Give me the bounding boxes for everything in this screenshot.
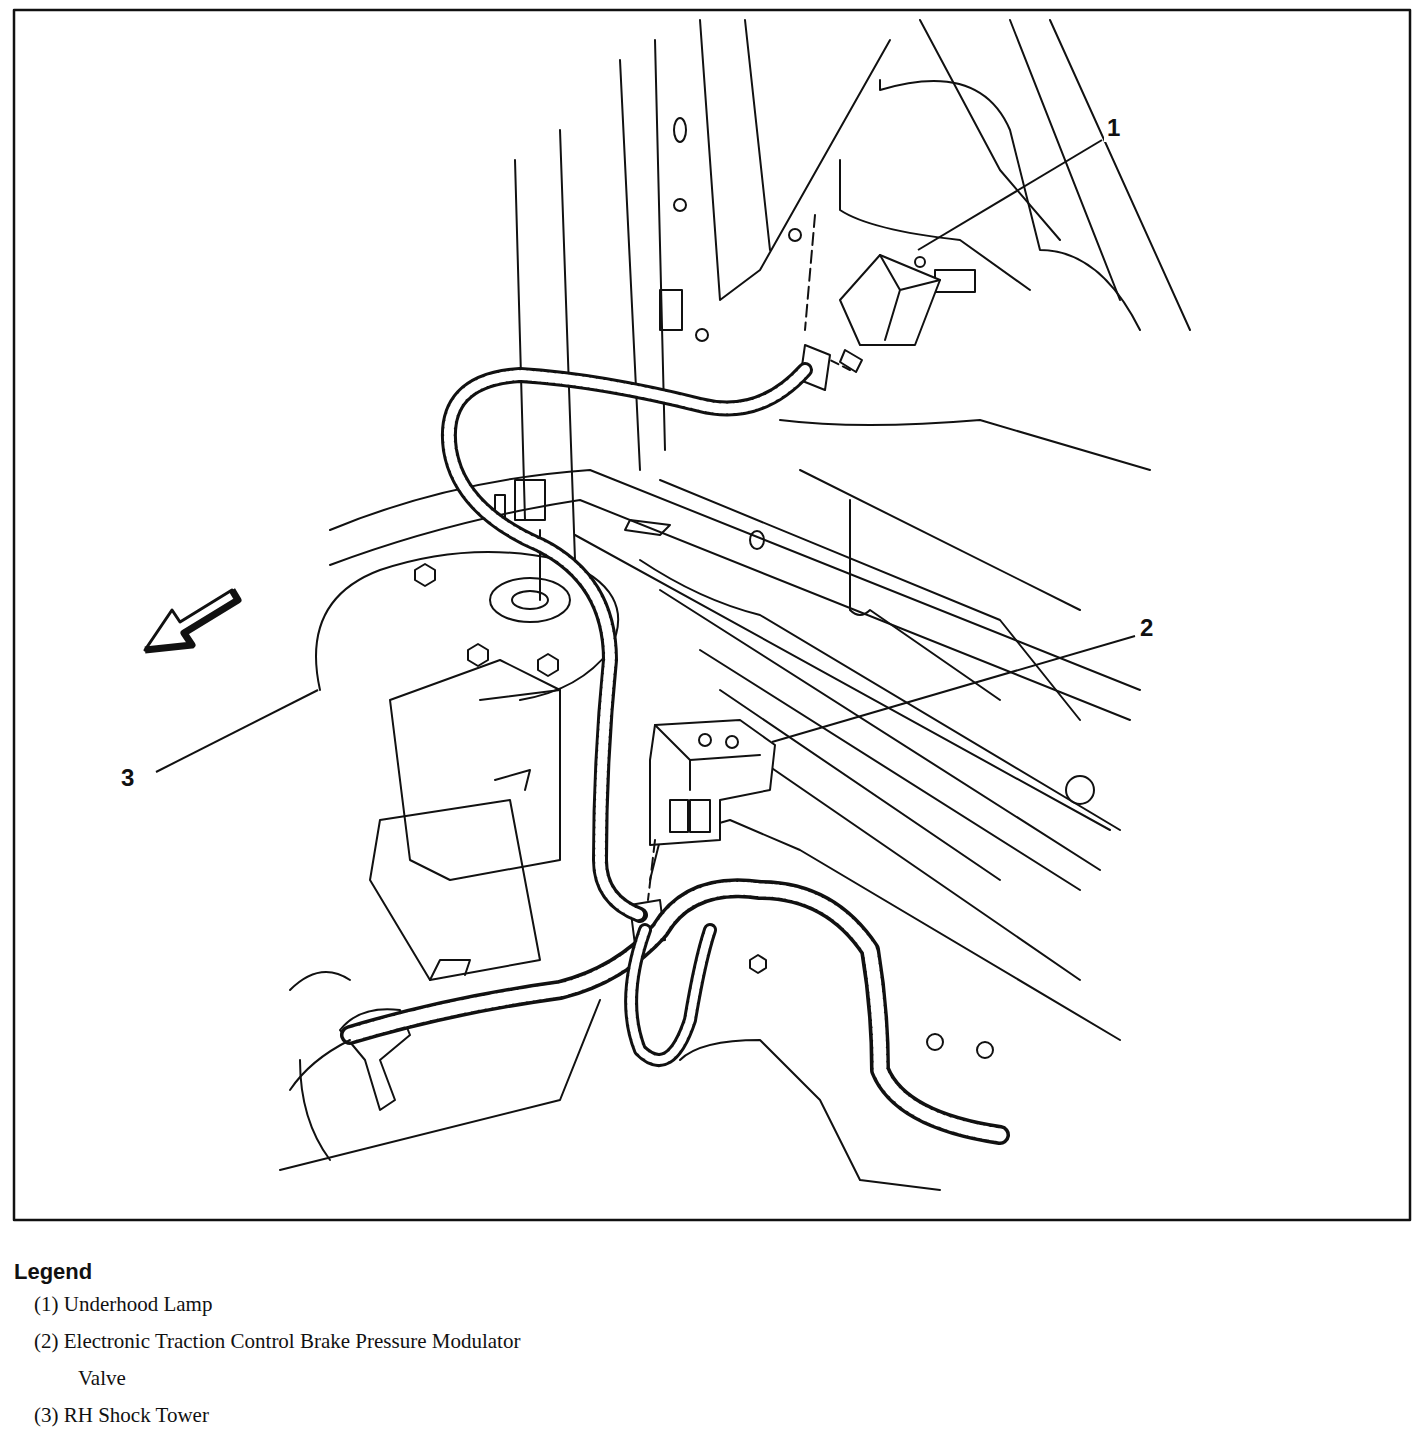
legend-entry: (2) Electronic Traction Control Brake Pr… [34,1323,534,1397]
callout-number: 3 [118,764,137,792]
panel-line [760,760,1080,980]
wiring-harness [631,930,710,1060]
panel-line [330,500,1130,720]
leader-line [156,690,318,772]
lamp-leader [805,215,815,330]
wiring-harness [449,370,805,915]
forward-arrow [145,590,238,650]
clip [515,480,545,520]
panel-line [680,1040,940,1190]
legend-entry: (3) RH Shock Tower [34,1397,534,1432]
wiring-harness [350,888,1000,1135]
panel-line [330,470,1140,690]
panel-hole [674,118,686,142]
panel-line [780,420,1150,470]
panel-line [280,1000,600,1170]
valve-leader [648,840,655,900]
panel-line [850,500,1000,700]
panel-slot [660,290,682,330]
bracket [480,690,560,700]
panel-line [800,470,1080,610]
valve-bolt [726,736,738,748]
shock-tower-mount [490,578,570,622]
underhood-lamp [840,255,940,345]
lamp-leader [830,360,850,370]
nut [415,564,435,586]
panel-line [300,1060,330,1160]
callout-number: 1 [1104,114,1123,142]
nut [538,654,558,676]
forward-arrow [145,590,238,650]
panel-line [660,480,1080,720]
panel-line [700,20,890,300]
panel-hole [789,229,801,241]
module-cover [430,960,470,980]
nut [468,644,488,666]
leader-line [772,636,1135,742]
panel-hole [696,329,708,341]
panel-line [620,60,640,470]
valve-connector [670,800,688,832]
panel-hole [1066,776,1094,804]
panel-line [1010,20,1120,300]
callout-number: 2 [1137,614,1156,642]
panel-line [1050,20,1190,330]
bracket [390,660,560,880]
harness-branch [290,1040,350,1090]
panel-hole [927,1034,943,1050]
panel-line [515,160,525,520]
modulator-valve [650,720,775,845]
module-cover [370,800,540,980]
valve-bolt [699,734,711,746]
panel-line [560,130,575,560]
lamp-socket [840,350,862,372]
panel-hole [750,531,764,549]
nut [750,955,766,973]
panel-line [745,20,770,250]
frame [14,10,1410,1220]
panel-hole [674,199,686,211]
valve-connector [690,800,710,832]
lamp-screw [915,257,925,267]
panel-hole [977,1042,993,1058]
panel-slot [935,270,975,292]
legend-entry: (1) Underhood Lamp [34,1286,534,1323]
shock-tower-mount [512,591,548,609]
panel-line [290,972,350,990]
bracket-slot [495,770,530,790]
panel-vent [625,520,670,535]
modulator-valve [655,725,760,790]
legend-heading: Legend [14,1258,92,1286]
underhood-lamp [880,255,940,340]
leader-line [918,140,1102,250]
